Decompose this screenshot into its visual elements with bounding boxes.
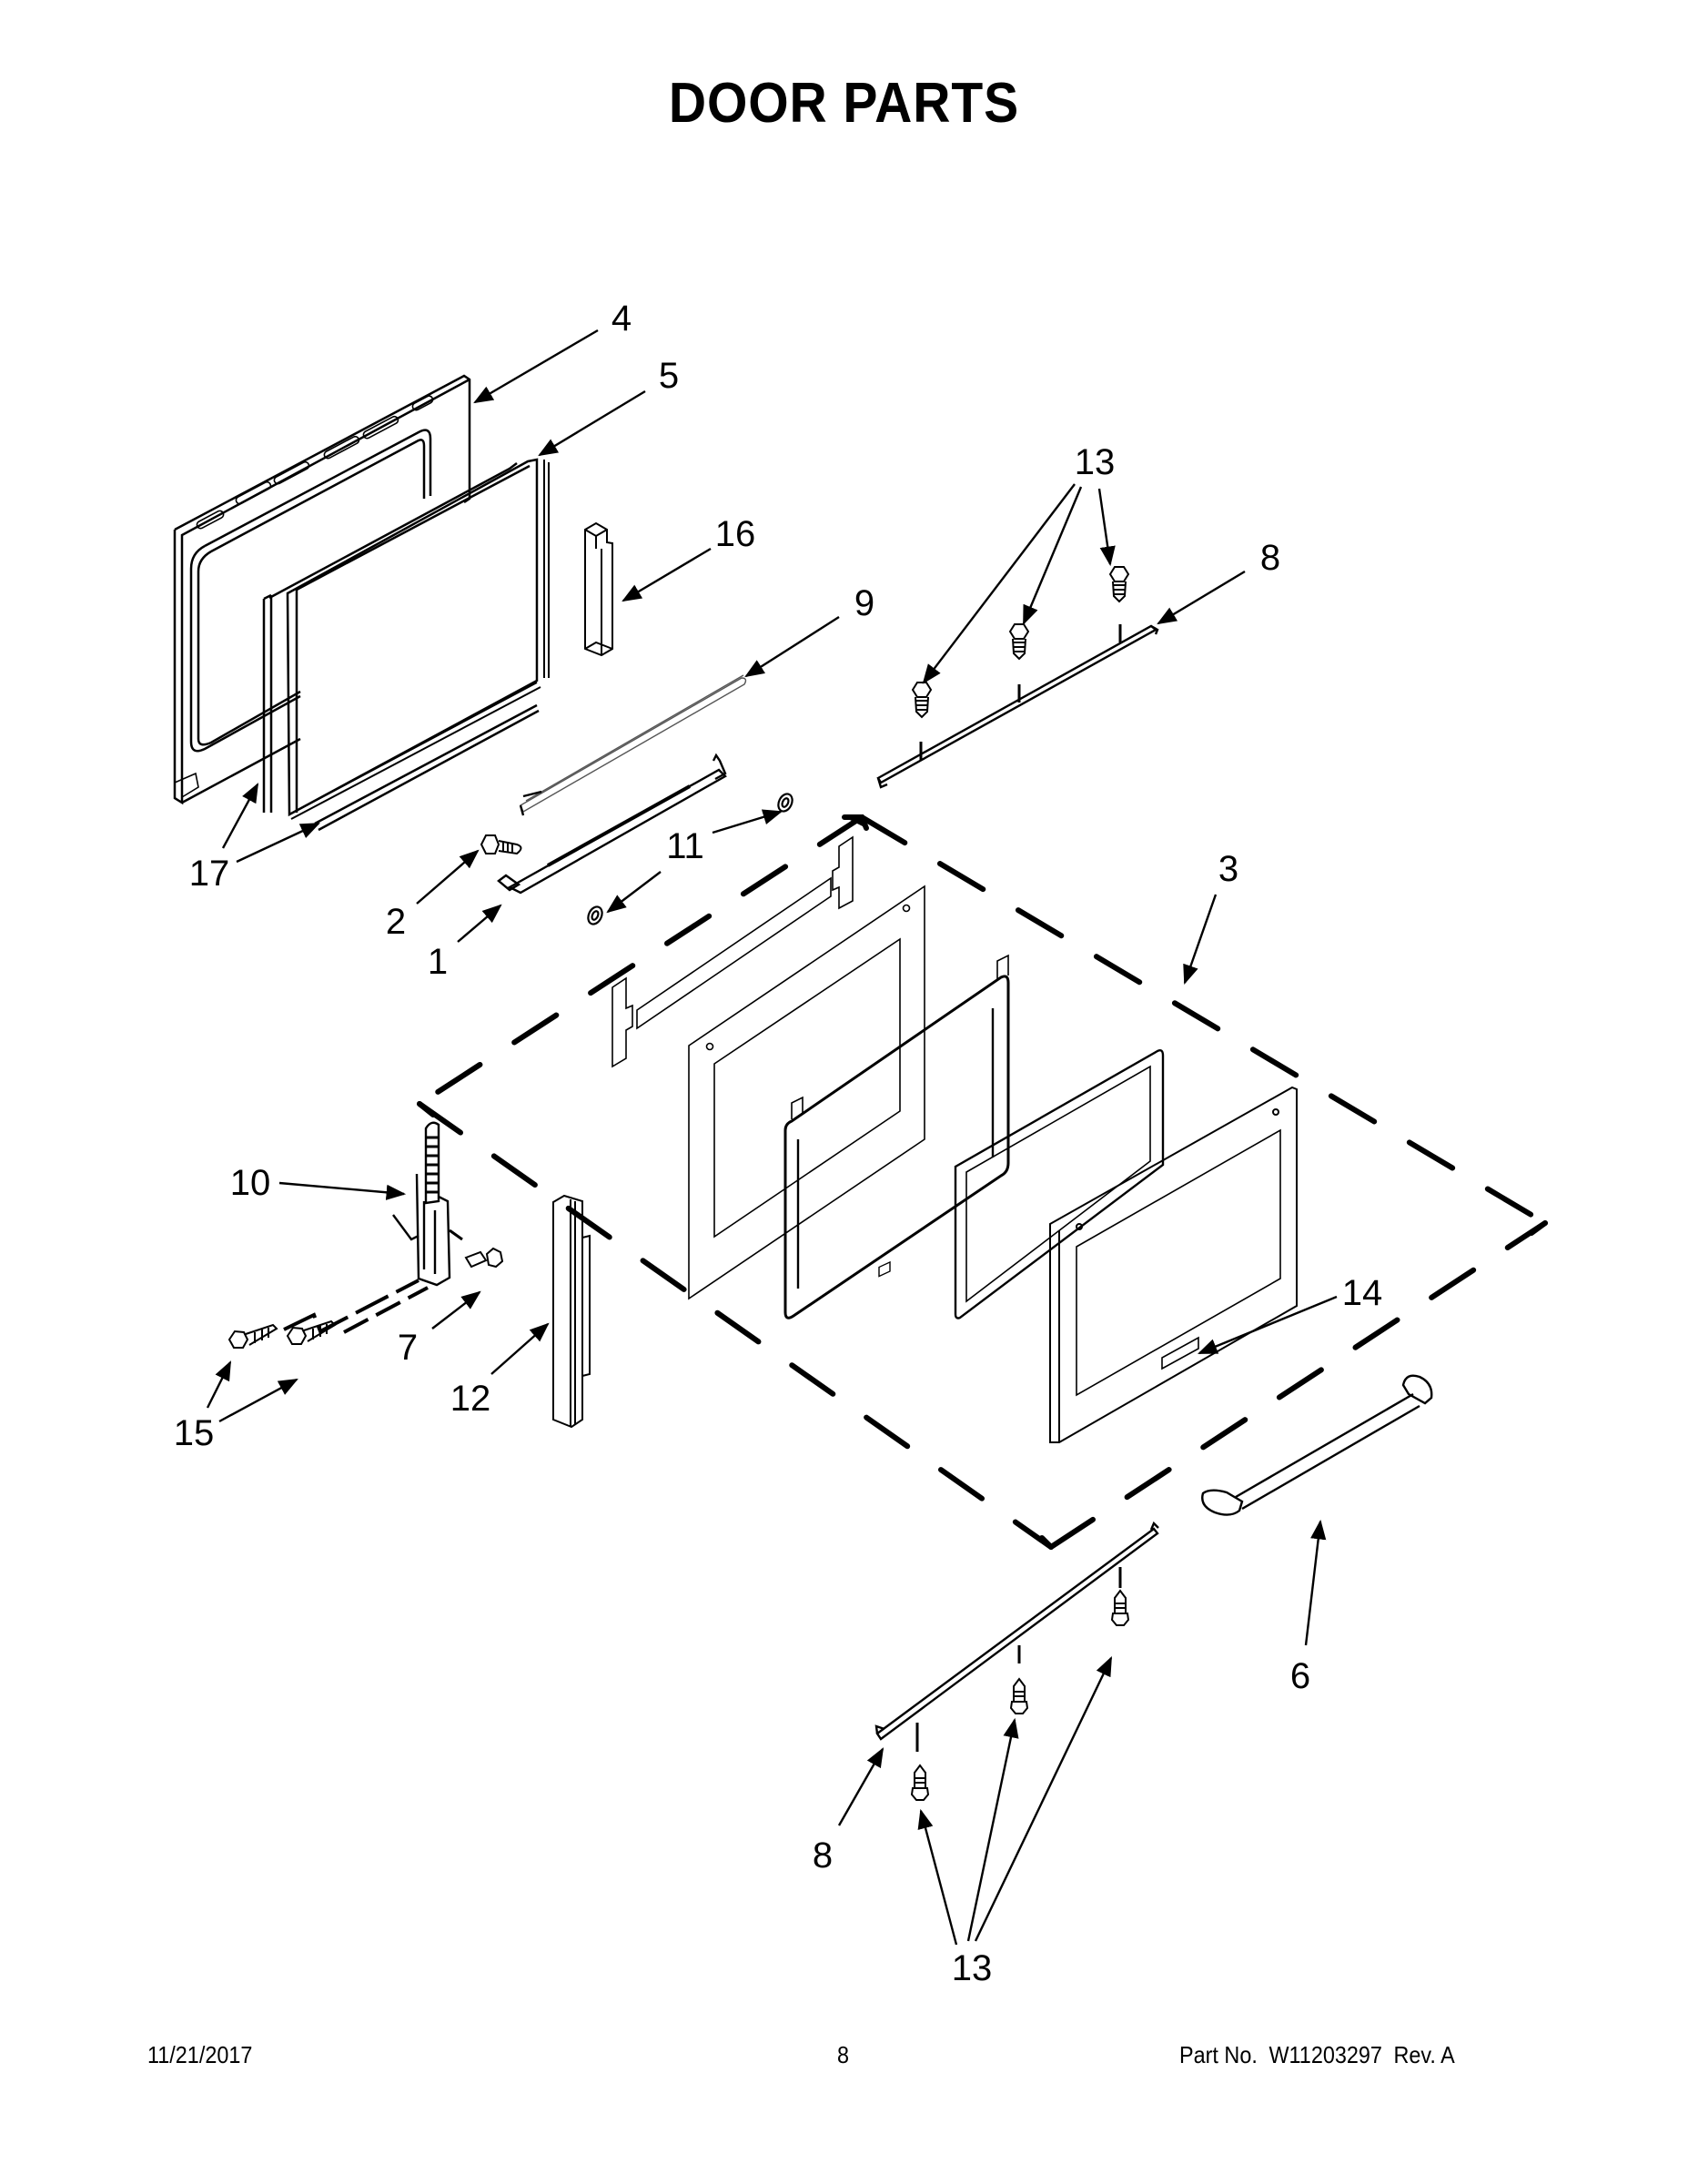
part-number: W11203297 (1269, 2041, 1382, 2068)
middle-glass-pane (783, 954, 1010, 1320)
part-7-screw (449, 1228, 504, 1269)
part-13-screws-top (911, 566, 1130, 760)
callout-leader-lines (206, 329, 1338, 1946)
part-5-glass-panel (268, 458, 550, 820)
callout-6: 6 (1289, 1656, 1311, 1696)
part-3-door-glass-assembly-outline (417, 814, 1548, 1550)
callout-12: 12 (450, 1379, 491, 1419)
part-8-bracket-bottom (874, 1521, 1159, 1741)
part-10-door-hinge (392, 1121, 451, 1287)
callout-5: 5 (658, 356, 680, 396)
callout-13-top: 13 (1074, 442, 1116, 482)
callout-13-bottom: 13 (951, 1948, 993, 1988)
callout-10: 10 (229, 1163, 271, 1203)
callout-1: 1 (427, 942, 449, 982)
part-13-screws-bottom (910, 1567, 1130, 1801)
part-15-hinge-screws (227, 1279, 429, 1349)
footer-date: 11/21/2017 (147, 2041, 253, 2068)
outer-glass-pane (954, 1048, 1165, 1320)
inner-glass-pane (688, 885, 925, 1300)
part-17-door-gasket (262, 593, 540, 832)
part-2-screw (480, 834, 522, 855)
callout-17: 17 (188, 854, 230, 894)
callout-3: 3 (1218, 849, 1239, 889)
part-4-inner-door-frame (173, 374, 471, 805)
callout-16: 16 (714, 514, 756, 554)
part-1-door-rail (497, 753, 727, 895)
callout-14: 14 (1341, 1273, 1383, 1313)
part-label: Part No. (1179, 2041, 1258, 2068)
callout-8-bottom: 8 (812, 1835, 834, 1876)
part-12-side-trim (552, 1194, 591, 1429)
part-6-door-handle (1201, 1374, 1433, 1516)
callout-4: 4 (611, 298, 632, 339)
callout-15: 15 (173, 1413, 215, 1453)
part-11-washers (587, 793, 793, 925)
part-16-spacer-block (584, 521, 613, 657)
callout-11: 11 (666, 826, 704, 866)
part-8-bracket-top (876, 624, 1159, 789)
callout-2: 2 (385, 902, 407, 942)
part-14-outer-door-panel (1049, 1086, 1298, 1443)
footer-page-number: 8 (837, 2041, 850, 2068)
part-9-glass-strip (519, 674, 747, 816)
callout-7: 7 (397, 1328, 419, 1368)
page-title: DOOR PARTS (668, 72, 1020, 135)
callout-8-top: 8 (1259, 538, 1281, 578)
footer-part-number: Part No. W11203297 Rev. A (1179, 2042, 1455, 2068)
revision: Rev. A (1393, 2041, 1455, 2068)
callout-9: 9 (854, 583, 875, 623)
glass-spacer-bracket (612, 835, 854, 1068)
